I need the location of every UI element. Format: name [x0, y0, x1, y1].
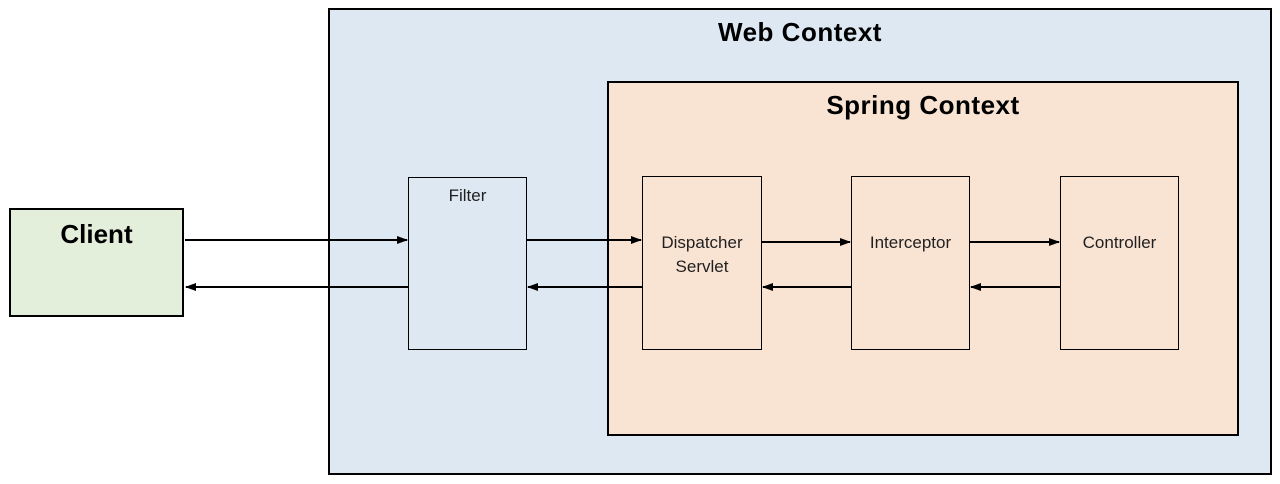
client-box: Client: [9, 208, 184, 317]
filter-label: Filter: [448, 186, 487, 205]
web-context-label: Web Context: [718, 17, 882, 47]
client-label: Client: [60, 219, 133, 249]
interceptor-label: Interceptor: [869, 233, 952, 252]
filter-box: Filter: [408, 177, 527, 350]
dispatcher-servlet-label: Dispatcher Servlet: [661, 233, 743, 276]
controller-label: Controller: [1082, 233, 1157, 252]
dispatcher-servlet-box: Dispatcher Servlet: [642, 176, 762, 350]
spring-context-label: Spring Context: [826, 90, 1020, 120]
controller-box: Controller: [1060, 176, 1179, 350]
interceptor-box: Interceptor: [851, 176, 970, 350]
